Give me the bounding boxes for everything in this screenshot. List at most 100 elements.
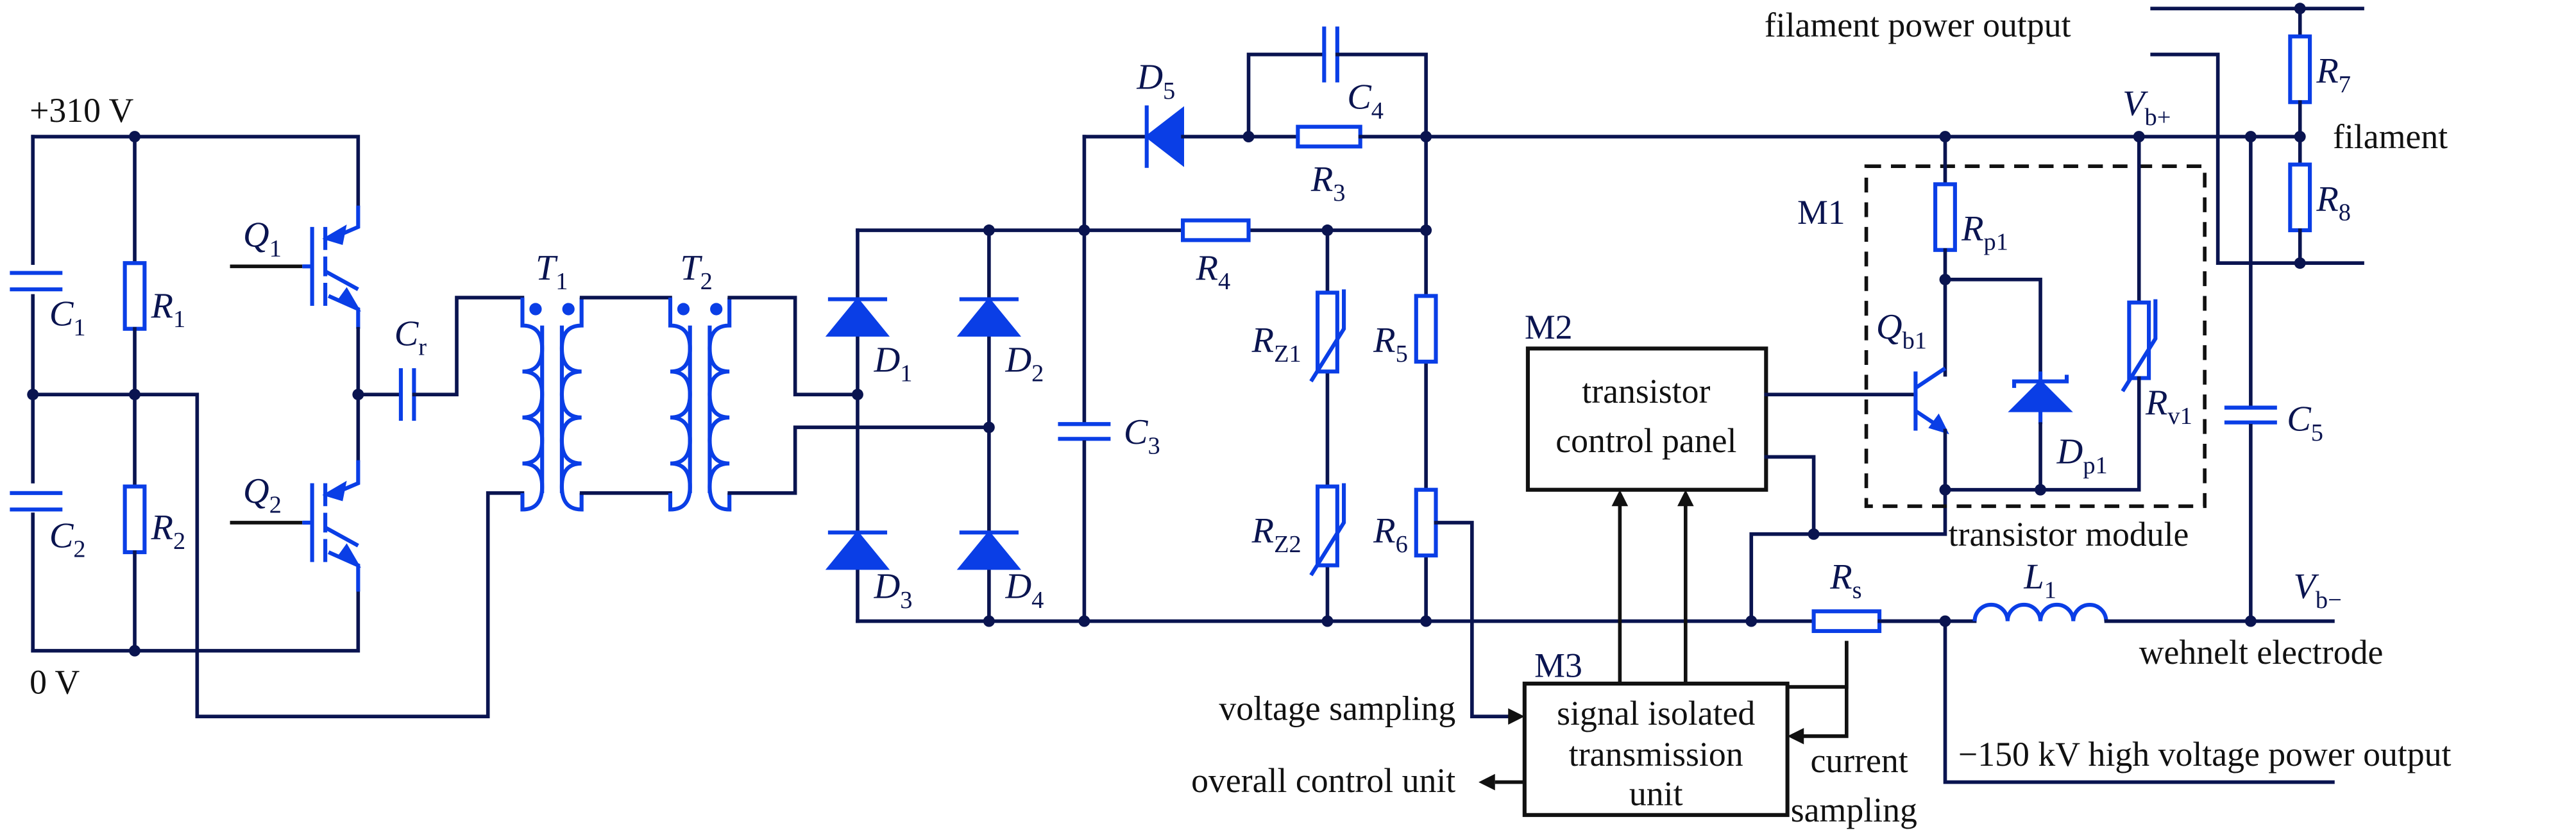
signal-isolated-transmission-unit-box bbox=[1522, 681, 1790, 817]
label-rs: Rs bbox=[1829, 557, 1861, 603]
module-m3: M3 signal isolated transmission unit vol… bbox=[1191, 641, 1917, 829]
input-half-bridge: +310 V 0 V C1 C2 R1 R2 bbox=[10, 91, 525, 718]
wehnelt-electrode-label: wehnelt electrode bbox=[2139, 633, 2384, 671]
resistor-rs-symbol bbox=[1811, 609, 1882, 634]
transistor-module-boundary bbox=[1864, 164, 2207, 509]
capacitor-c5-symbol bbox=[2224, 405, 2277, 425]
resistor-r4-symbol bbox=[1181, 218, 1251, 242]
arrow-icon bbox=[1611, 489, 1629, 507]
arrow-icon bbox=[1677, 489, 1694, 507]
diode-d1-symbol bbox=[825, 297, 890, 337]
capacitor-c2-symbol bbox=[10, 491, 63, 512]
label-r6: R6 bbox=[1373, 511, 1408, 558]
diode-d3-symbol bbox=[825, 530, 890, 570]
varistor-rz1-symbol bbox=[1309, 289, 1346, 383]
label-t1: T1 bbox=[536, 248, 568, 295]
resistor-r7-symbol bbox=[2288, 34, 2312, 105]
label-rp1: Rp1 bbox=[1961, 208, 2008, 255]
inductor-l1-symbol bbox=[1972, 602, 2108, 621]
diode-d4-symbol bbox=[956, 530, 1022, 570]
label-c3: C3 bbox=[1124, 412, 1160, 459]
m2-text-line1: transistor bbox=[1582, 372, 1710, 410]
wire-filament-return bbox=[2150, 53, 2364, 266]
label-rz1: RZ1 bbox=[1251, 321, 1301, 367]
supply-zero-label: 0 V bbox=[30, 662, 80, 701]
supply-plus-label: +310 V bbox=[30, 91, 133, 130]
label-q2: Q2 bbox=[243, 471, 282, 518]
junction-dots bbox=[851, 131, 1758, 627]
resistor-r6-symbol bbox=[1414, 487, 1438, 558]
label-r5: R5 bbox=[1373, 321, 1408, 367]
capacitor-c1-symbol bbox=[10, 271, 63, 292]
resistor-r1-symbol bbox=[123, 261, 147, 331]
m3-text-line2: transmission bbox=[1569, 735, 1743, 773]
wire bbox=[727, 296, 860, 396]
label-r4: R4 bbox=[1196, 248, 1231, 295]
transformer-t1-symbol bbox=[520, 298, 584, 512]
arrow-icon bbox=[1479, 773, 1495, 791]
label-c2: C2 bbox=[49, 516, 86, 562]
label-cr: Cr bbox=[394, 314, 427, 360]
label-r7: R7 bbox=[2316, 51, 2351, 98]
label-d3: D3 bbox=[874, 567, 913, 614]
resistor-r3-symbol bbox=[1296, 124, 1362, 149]
label-r8: R8 bbox=[2316, 179, 2351, 226]
label-t2: T2 bbox=[680, 248, 713, 295]
capacitor-c4-symbol bbox=[1322, 26, 1339, 83]
varistor-rz2-symbol bbox=[1309, 483, 1346, 577]
label-r2: R2 bbox=[151, 508, 186, 555]
diode-d2-symbol bbox=[956, 297, 1022, 337]
sampling-label: sampling bbox=[1791, 791, 1917, 829]
wire-hv-output bbox=[1943, 619, 2335, 784]
wire-0v-rail bbox=[31, 589, 360, 653]
label-rv1: Rv1 bbox=[2145, 383, 2192, 430]
resistor-rp1-symbol bbox=[1933, 182, 1957, 252]
resistor-r5-symbol bbox=[1414, 294, 1438, 364]
wire bbox=[727, 425, 991, 495]
current-label: current bbox=[1810, 741, 1908, 780]
label-rz2: RZ2 bbox=[1251, 511, 1301, 558]
varistor-rv1-symbol bbox=[2121, 299, 2158, 392]
transistor-control-panel-box bbox=[1525, 346, 1768, 492]
module-m1: M1 transistor module Rp1 Qb1 Dp1 Rv1 bbox=[1797, 84, 2207, 553]
resistor-r2-symbol bbox=[123, 484, 147, 555]
diode-d5-symbol bbox=[1144, 105, 1185, 168]
zener-dp1-symbol bbox=[2008, 371, 2073, 425]
hv-output-label: −150 kV high voltage power output bbox=[1958, 735, 2452, 773]
transistor-module-caption: transistor module bbox=[1949, 515, 2189, 553]
wire-emitter-return bbox=[1764, 455, 1947, 536]
label-d5: D5 bbox=[1136, 58, 1175, 105]
label-qb1: Qb1 bbox=[1876, 307, 1927, 354]
arrow-icon bbox=[1508, 708, 1525, 725]
label-d4: D4 bbox=[1004, 567, 1044, 614]
label-m3: M3 bbox=[1534, 646, 1582, 685]
overall-control-unit-label: overall control unit bbox=[1191, 761, 1455, 800]
rectifier-bridge: D1 D2 D3 D4 C3 bbox=[825, 135, 1951, 623]
filament-output: filament power output R7 R8 filament C5 … bbox=[1765, 3, 2452, 784]
m3-text-line1: signal isolated bbox=[1557, 694, 1755, 732]
label-dp1: Dp1 bbox=[2056, 432, 2108, 479]
wire bbox=[412, 296, 525, 396]
resistor-r8-symbol bbox=[2288, 162, 2312, 233]
module-m2: M2 transistor control panel bbox=[1525, 308, 1947, 689]
capacitor-c3-symbol bbox=[1058, 422, 1111, 441]
label-vb-minus: Vb− bbox=[2293, 567, 2341, 614]
label-c4: C4 bbox=[1347, 77, 1384, 124]
transformer-t2-symbol bbox=[668, 298, 732, 512]
label-c1: C1 bbox=[49, 294, 86, 341]
filament-power-output-label: filament power output bbox=[1765, 6, 2071, 44]
label-d2: D2 bbox=[1004, 340, 1044, 387]
label-r1: R1 bbox=[151, 286, 186, 333]
arrow-icon bbox=[1787, 728, 1804, 745]
m2-text-line2: control panel bbox=[1555, 421, 1736, 460]
wire-current-sampling bbox=[1801, 641, 1849, 738]
filament-label: filament bbox=[2333, 117, 2448, 156]
igbt-q2-symbol bbox=[230, 460, 361, 592]
label-m2: M2 bbox=[1525, 308, 1573, 346]
wire-midpoint-to-t1 bbox=[31, 392, 525, 718]
wire-current-feedback bbox=[1683, 503, 1849, 689]
capacitor-cr-symbol bbox=[398, 368, 416, 421]
label-vb-plus: Vb+ bbox=[2123, 84, 2171, 131]
m3-text-line3: unit bbox=[1629, 774, 1683, 813]
